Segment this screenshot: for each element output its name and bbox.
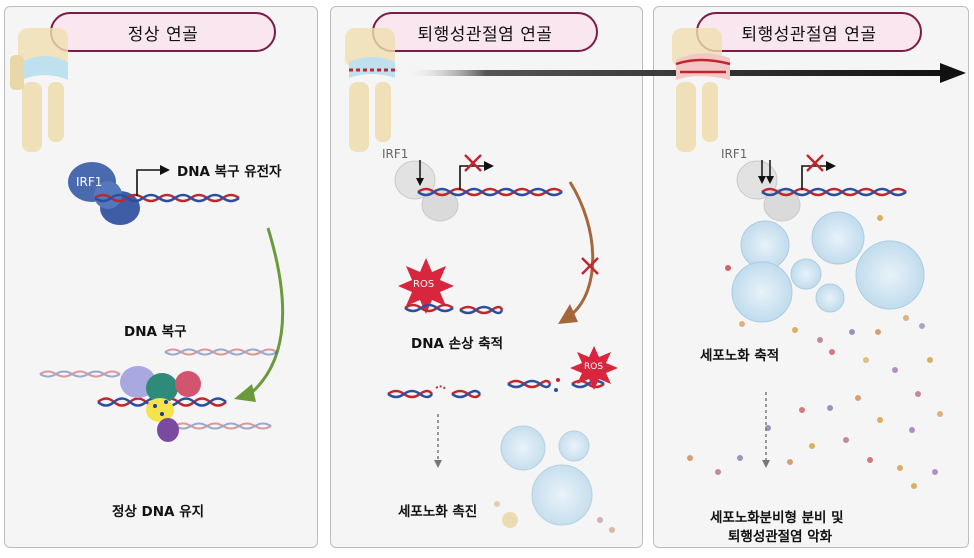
ros-label-2: ROS (584, 362, 604, 372)
panel-title-oa-1: 퇴행성관절염 연골 (372, 12, 598, 52)
panel-title-oa-2: 퇴행성관절염 연골 (696, 12, 922, 52)
sasp-secretion-label: 세포노화분비형 분비 및 (710, 510, 844, 526)
dna-repair-label: DNA 복구 (124, 324, 187, 340)
panel-normal (4, 6, 318, 548)
dna-repair-gene-label: DNA 복구 유전자 (177, 164, 282, 180)
oa-worsening-label: 퇴행성관절염 악화 (728, 529, 833, 545)
irf1-label-oa-1: IRF1 (382, 147, 409, 161)
senescence-promotion-label: 세포노화 촉진 (398, 504, 478, 520)
panel-oa-1 (330, 6, 643, 548)
panel-title-normal: 정상 연골 (50, 12, 276, 52)
irf1-label-normal: IRF1 (76, 175, 103, 189)
irf1-label-oa-2: IRF1 (721, 147, 748, 161)
senescence-accumulation-label: 세포노화 축적 (700, 348, 780, 364)
panel-oa-2 (653, 6, 969, 548)
normal-dna-maintain-label: 정상 DNA 유지 (112, 504, 205, 520)
dna-damage-accumulation-label: DNA 손상 축적 (411, 336, 504, 352)
ros-label-1: ROS (413, 279, 435, 290)
